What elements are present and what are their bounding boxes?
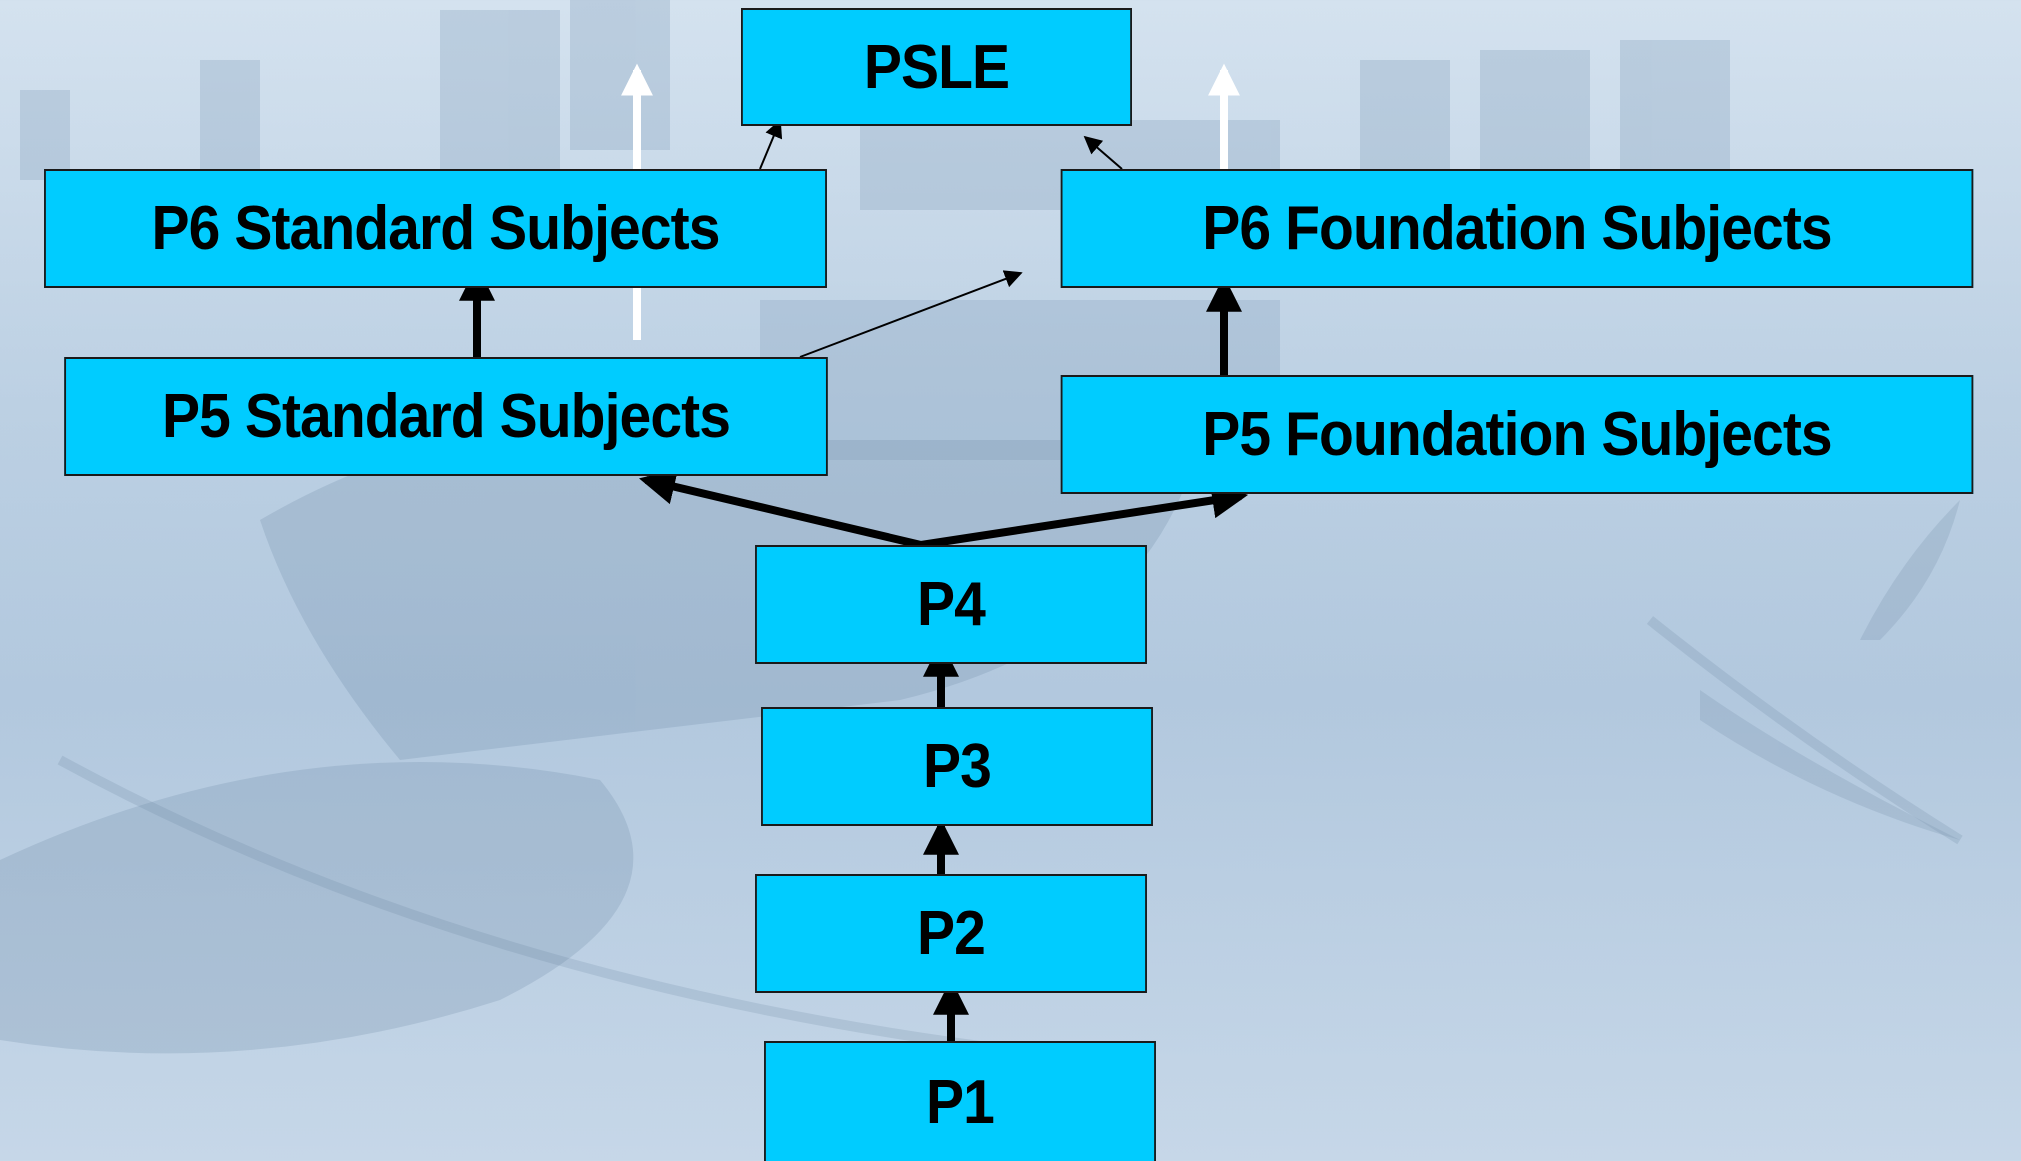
arrow-p6f-psle [1083, 135, 1123, 170]
node-p4-label: P4 [917, 570, 986, 639]
arrow-p5s-p6f [799, 270, 1023, 358]
node-p3-label: P3 [923, 732, 992, 801]
arrow-p4-p5-foundation [920, 482, 1249, 549]
node-p3: P3 [761, 707, 1153, 826]
node-psle-label: PSLE [863, 32, 1010, 102]
node-p5-foundation-label: P5 Foundation Subjects [1202, 400, 1832, 469]
node-p6-foundation-label: P6 Foundation Subjects [1202, 194, 1832, 263]
node-p2: P2 [755, 874, 1147, 993]
node-p6-standard-subjects: P6 Standard Subjects [44, 169, 827, 288]
node-p2-label: P2 [917, 899, 986, 968]
node-psle: PSLE [741, 8, 1132, 126]
arrow-p6s-psle [759, 119, 783, 170]
node-p6-standard-label: P6 Standard Subjects [151, 194, 720, 263]
arrow-p4-p5-standard [638, 469, 922, 549]
node-p5-standard-subjects: P5 Standard Subjects [64, 357, 828, 476]
node-p1-label: P1 [926, 1067, 995, 1137]
node-p1: P1 [764, 1041, 1156, 1161]
node-p5-foundation-subjects: P5 Foundation Subjects [1060, 375, 1974, 494]
node-p5-standard-label: P5 Standard Subjects [161, 382, 731, 451]
node-p6-foundation-subjects: P6 Foundation Subjects [1060, 169, 1974, 288]
node-p4: P4 [755, 545, 1147, 664]
